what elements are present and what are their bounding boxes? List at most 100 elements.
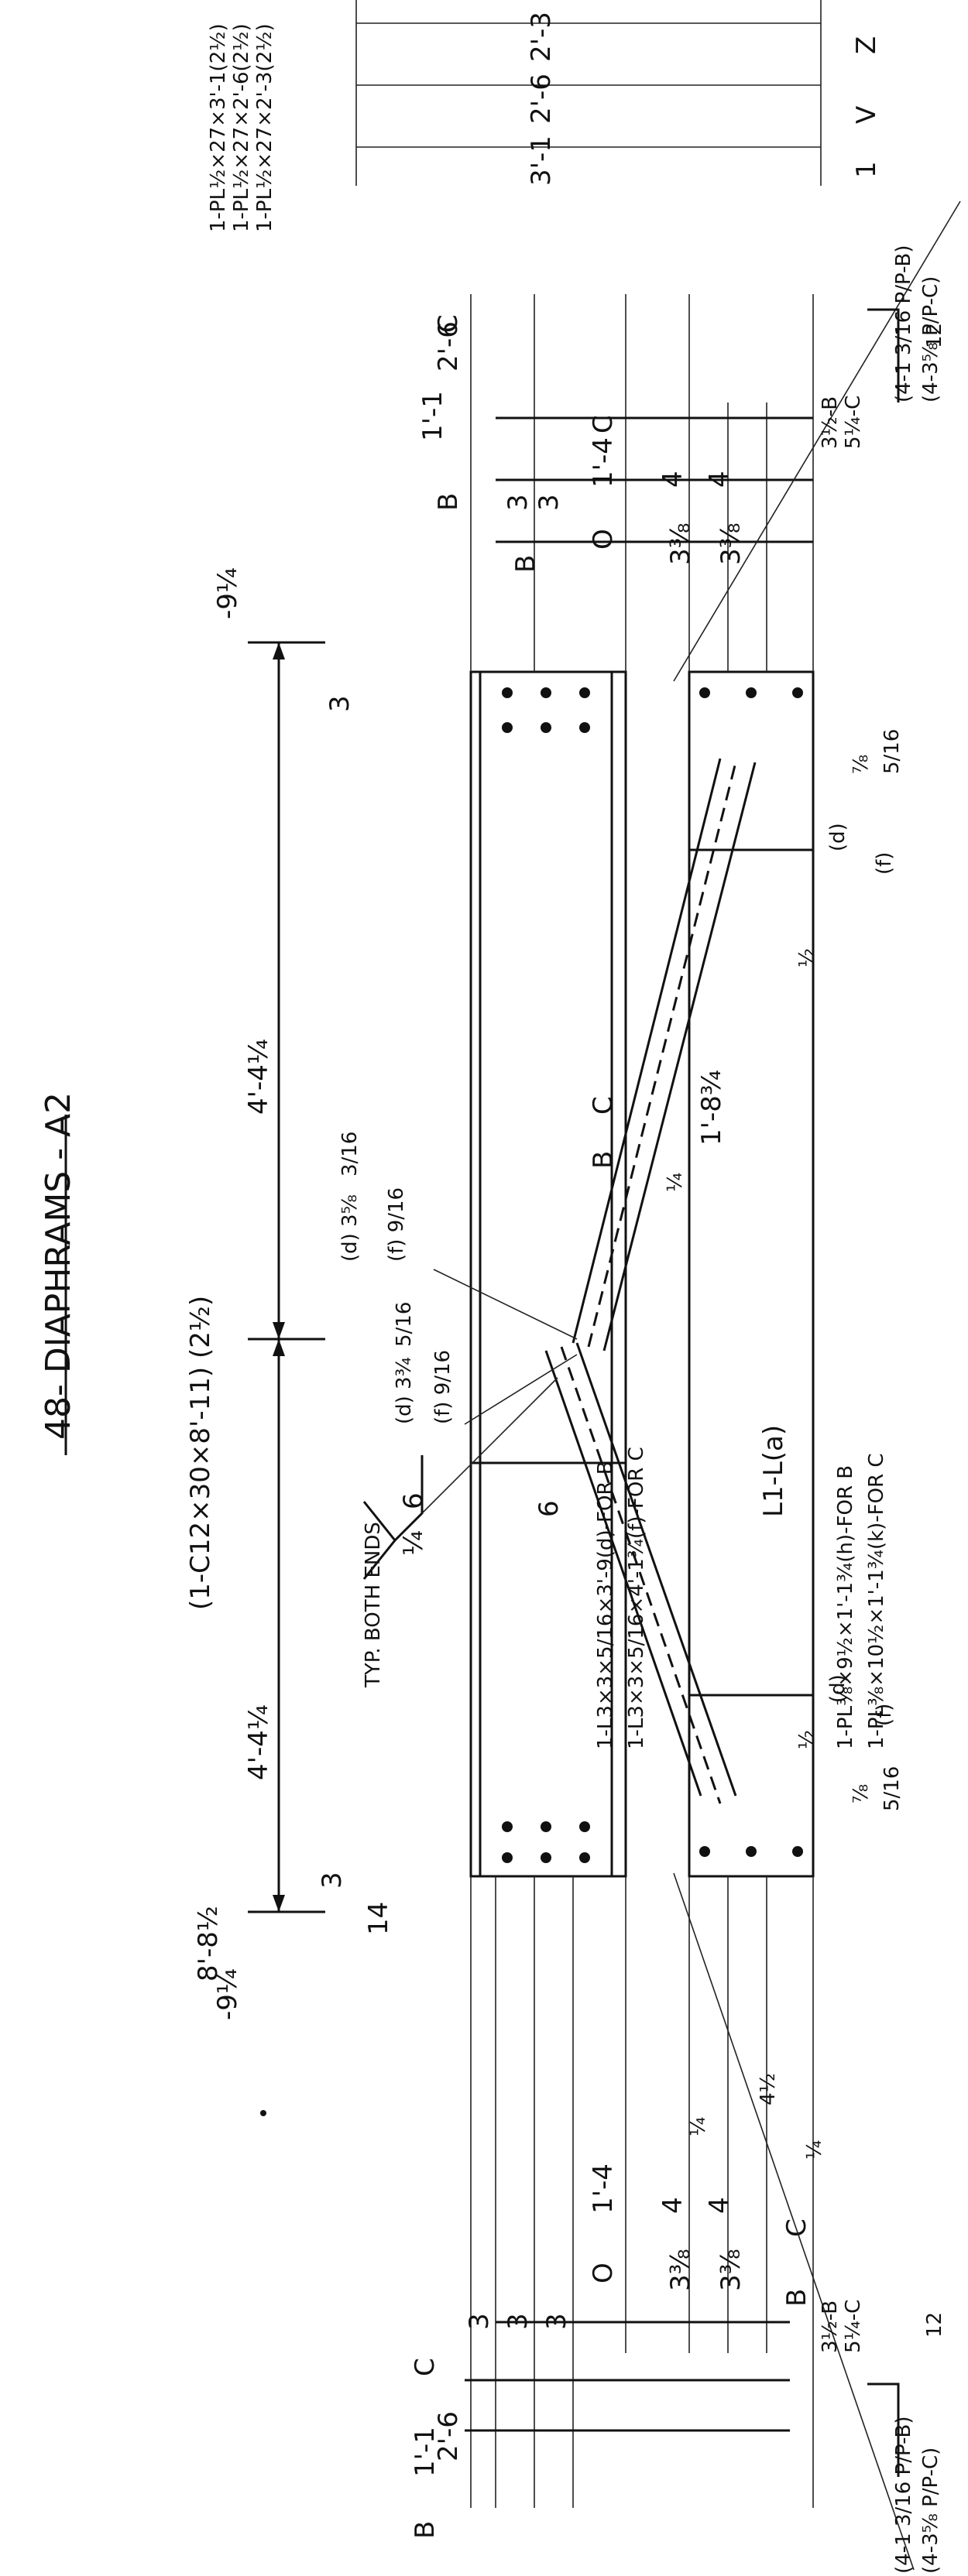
title-group: 48- DIAPHRAMS - A2 xyxy=(39,1092,78,1455)
left-dim-four-half: 4½ xyxy=(757,2073,780,2105)
right-dim-three-a: 3 xyxy=(503,494,534,511)
right-dim-three-qtr-a: 3⅜ xyxy=(665,522,696,565)
left-seven-eighths: ⅞ xyxy=(850,1784,873,1804)
tr-callout-slope: 12 xyxy=(923,323,946,348)
top-corner-d1: 3'-1 xyxy=(526,135,557,186)
top-plate-line1: 1-PL½×27×3'-1(2½) xyxy=(207,23,230,232)
right-dim-b: B xyxy=(510,555,541,573)
center-B: B xyxy=(588,1151,619,1169)
left-five-sixteenths: 5/16 xyxy=(880,1766,904,1811)
channel-member xyxy=(471,672,626,1876)
left-dim-three-b: 3 xyxy=(503,2313,534,2330)
right-seven-eighths: ⅞ xyxy=(850,755,873,774)
left-dim-three-c: 3 xyxy=(541,2313,572,2330)
brace-left-f-dim: (f) 9/16 xyxy=(431,1350,455,1424)
right-dim-b2: B xyxy=(433,493,464,511)
left-dim-b2: B xyxy=(410,2521,441,2539)
right-dim-three-b: 3 xyxy=(534,494,565,511)
bl-callout-slope: 12 xyxy=(923,2312,946,2338)
brace-left-small: 5/16 xyxy=(393,1302,416,1347)
diagonal-brace-right xyxy=(573,759,755,1351)
left-dim-gap-top: ¼ xyxy=(687,2117,710,2136)
right-dimension-chain xyxy=(471,294,813,672)
right-dim-four-b: 4 xyxy=(704,471,735,488)
left-dim-b3: B xyxy=(781,2289,812,2307)
top-corner-d3: 2'-3 xyxy=(526,12,557,62)
bl-callout-line2: (4-3⅝ P/P-C) xyxy=(919,2448,942,2574)
bottom-angle-label: L1-L(a) xyxy=(758,1425,789,1517)
right-dim-c: C xyxy=(588,415,619,433)
left-dim-one-four: 1'-4 xyxy=(588,2163,619,2214)
weld-length: 6 xyxy=(398,1492,429,1509)
center-quarter: ¼ xyxy=(664,1173,687,1192)
tr-callout-line2: (4-3⅝ P/P-C) xyxy=(919,276,942,402)
top-plate-line3: 1-PL½×27×2'-3(2½) xyxy=(253,23,276,232)
overall-dimension-line xyxy=(248,642,325,1912)
left-dim-c: C xyxy=(781,2218,812,2237)
weld-size: ¼ xyxy=(398,1530,429,1556)
brace-right-d-dim: (d) 3⅝ xyxy=(338,1194,362,1262)
brace-left-d-dim: (d) 3¾ xyxy=(393,1357,416,1424)
tr-callout-pair2: 5¼-C xyxy=(842,396,865,449)
left-dim-one-one: 1'-1 xyxy=(410,2427,441,2477)
right-five-sixteenths: 5/16 xyxy=(880,729,904,774)
left-dim-c2: C xyxy=(410,2358,441,2376)
stray-dot xyxy=(260,2110,266,2116)
tr-callout-line1: (4-1 3/16 P/P-B) xyxy=(892,245,915,402)
left-dim-fourteen: 14 xyxy=(363,1902,394,1935)
angle-callout-line1: 1-L3×3×5/16×3'-9(d)-FOR B xyxy=(594,1461,617,1749)
bottom-plate-member xyxy=(689,672,813,1876)
left-dim-four-b: 4 xyxy=(704,2197,735,2214)
top-right-slope-callout xyxy=(674,201,960,681)
left-dim-three-qtr-a: 3⅜ xyxy=(665,2249,696,2291)
right-dim-one-four: 1'-4 xyxy=(588,437,619,488)
right-f-label: (f) xyxy=(873,852,896,875)
right-dim-o: O xyxy=(588,529,619,550)
top-plate-line2: 1-PL½×27×2'-6(2½) xyxy=(230,23,253,232)
top-corner-z: Z xyxy=(851,36,882,54)
right-gusset xyxy=(689,672,813,850)
plate-callout-line1: 1-PL⅜×9½×1'-1¾(h)-FOR B xyxy=(834,1465,857,1749)
left-dim-gap-bot: ¼ xyxy=(803,2140,826,2160)
left-gusset xyxy=(689,1695,813,1876)
brace-right-small: 3/16 xyxy=(338,1132,362,1177)
bl-callout-pair1: 3½-B xyxy=(819,2300,842,2353)
right-dim-two-six: 2'-6 xyxy=(433,321,464,372)
bottom-left-slope-callout xyxy=(674,1873,914,2570)
center-half-left: ½ xyxy=(795,1730,819,1749)
tr-callout-pair1: 3½-B xyxy=(819,396,842,449)
center-six: 6 xyxy=(534,1500,565,1517)
bl-callout-line1: (4-1 3/16 P/P-B) xyxy=(892,2416,915,2574)
top-corner-v: V xyxy=(851,106,882,124)
edge-left: -9¼ xyxy=(212,1968,243,2020)
left-dim-three-a: 3 xyxy=(464,2313,495,2330)
plate-callout-line2: 1-PL⅜×10½×1'-1¾(k)-FOR C xyxy=(865,1453,888,1749)
center-C: C xyxy=(588,1096,619,1115)
top-corner-one: 1 xyxy=(851,161,882,178)
edge-right: -9¼ xyxy=(212,567,243,619)
left-dim-o: O xyxy=(588,2263,619,2283)
right-dim-three-qtr-b: 3⅜ xyxy=(716,522,747,565)
bl-callout-pair2: 5¼-C xyxy=(842,2300,865,2353)
left-dim-four-a: 4 xyxy=(657,2197,688,2214)
brace-right-f-dim: (f) 9/16 xyxy=(385,1187,408,1262)
left-dim-three-qtr-b: 3⅜ xyxy=(716,2249,747,2291)
drawing-title: 48- DIAPHRAMS - A2 xyxy=(39,1092,78,1440)
top-corner-dim-chain xyxy=(356,0,821,186)
bolt-group-left xyxy=(502,1821,803,1863)
weld-note: TYP. BOTH ENDS xyxy=(362,1522,385,1688)
center-half-right: ½ xyxy=(795,948,819,968)
diagonal-brace-left xyxy=(546,1343,736,1804)
span-end-left: 8'-8½ xyxy=(193,1906,224,1982)
left-f-label: (f) xyxy=(873,1704,896,1726)
top-member-label: (1-C12×30×8'-11) (2½) xyxy=(185,1296,216,1610)
right-dim-four-a: 4 xyxy=(657,471,688,488)
right-dim-one-one: 1'-1 xyxy=(417,391,448,441)
left-d-label: (d) xyxy=(826,1674,850,1703)
right-dim-c2: C xyxy=(433,314,464,333)
center-one-eight: 1'-8¾ xyxy=(696,1070,727,1146)
span-left-half: 4'-4¼ xyxy=(243,1704,274,1780)
top-corner-d2: 2'-6 xyxy=(526,74,557,124)
right-d-label: (d) xyxy=(826,823,850,851)
